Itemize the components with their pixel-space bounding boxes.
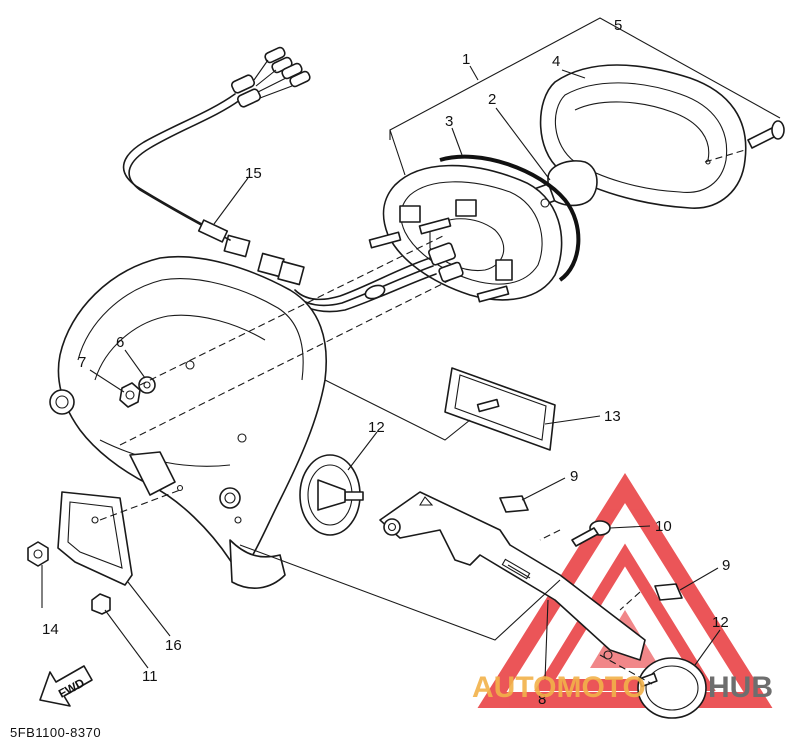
watermark-triangle-outer bbox=[477, 472, 773, 708]
part-15-wire-harness bbox=[122, 46, 437, 313]
part-14-nut bbox=[27, 541, 49, 567]
part-8-reflector-bracket bbox=[379, 491, 646, 661]
callout-2: 2 bbox=[488, 91, 496, 108]
callout-4: 4 bbox=[552, 53, 560, 70]
part-1-housing bbox=[368, 164, 563, 303]
assembly-bracket-lines bbox=[389, 17, 781, 176]
part-12-reflector-left bbox=[299, 454, 364, 536]
part-12-reflector-right bbox=[637, 657, 707, 719]
part-9-grommet-upper bbox=[499, 495, 529, 513]
rear-fender bbox=[49, 255, 328, 589]
callout-9-upper: 9 bbox=[570, 468, 578, 485]
assembly-link-lines bbox=[41, 379, 561, 641]
callout-labels: 1 2 3 4 5 6 7 8 9 9 10 11 12 12 13 14 15… bbox=[42, 17, 730, 708]
callout-15: 15 bbox=[245, 165, 262, 182]
assembly-dashed-lines bbox=[99, 234, 653, 685]
watermark-text-automoto: AUTOMOTO bbox=[472, 671, 646, 704]
watermark-text: AUTOMOTO HUB bbox=[472, 671, 773, 704]
part-7-nut bbox=[119, 382, 141, 408]
callout-3: 3 bbox=[445, 113, 453, 130]
part-9-grommet-lower bbox=[654, 583, 683, 601]
part-13-license-light bbox=[444, 367, 556, 451]
callout-16: 16 bbox=[165, 637, 182, 654]
watermark-text-hub: HUB bbox=[708, 671, 773, 704]
watermark-logo bbox=[477, 472, 773, 708]
callout-11: 11 bbox=[142, 668, 158, 685]
callout-7: 7 bbox=[78, 354, 86, 371]
callout-6: 6 bbox=[116, 334, 124, 351]
callout-12-right: 12 bbox=[712, 614, 729, 631]
callout-13: 13 bbox=[604, 408, 621, 425]
callout-9-lower: 9 bbox=[722, 557, 730, 574]
lens-screw bbox=[747, 120, 785, 149]
callout-12-left: 12 bbox=[368, 419, 385, 436]
part-3-gasket bbox=[439, 154, 581, 282]
housing-studs bbox=[368, 199, 513, 303]
callout-5: 5 bbox=[614, 17, 622, 34]
callout-1: 1 bbox=[462, 51, 470, 68]
diagram-code: 5FB1100-8370 bbox=[10, 725, 101, 740]
callout-10: 10 bbox=[655, 518, 672, 535]
part-6-washer bbox=[138, 376, 156, 394]
part-16-license-bracket bbox=[57, 491, 133, 586]
callout-14: 14 bbox=[42, 621, 59, 638]
fwd-direction-arrow: FWD bbox=[39, 665, 93, 707]
callout-8: 8 bbox=[538, 691, 546, 708]
part-11-bolt bbox=[91, 593, 111, 615]
callout-leaders bbox=[89, 65, 721, 681]
